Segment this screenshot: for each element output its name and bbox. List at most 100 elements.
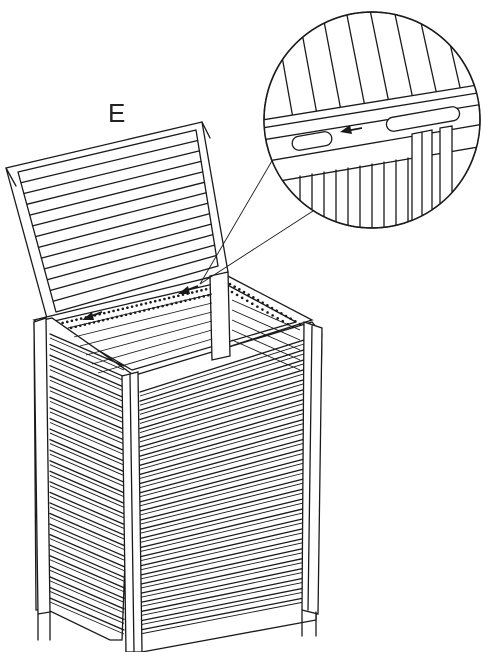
front-slat <box>139 597 305 631</box>
side-slat <box>49 375 125 409</box>
lid-slat <box>31 181 206 227</box>
side-slat-edge <box>49 400 125 434</box>
inner-slat <box>231 319 301 351</box>
side-slat <box>49 533 125 568</box>
front-slat <box>139 557 305 595</box>
side-slat-edge <box>49 548 125 582</box>
perforation-dot <box>235 293 239 297</box>
front-slat-edge <box>139 542 305 580</box>
front-panel <box>125 321 323 652</box>
lid-slat <box>49 244 216 292</box>
side-slat-edge <box>49 495 125 529</box>
side-slat <box>49 407 125 441</box>
side-slat <box>49 386 125 420</box>
front-slat <box>139 537 305 576</box>
perforation-dot <box>251 302 254 305</box>
side-slat <box>49 481 125 515</box>
side-slat <box>49 502 125 536</box>
perforation-dot <box>228 282 232 286</box>
side-slat <box>49 365 125 399</box>
front-slat <box>139 388 305 439</box>
front-slat-edge <box>139 561 305 598</box>
lid-slat <box>26 160 202 205</box>
front-slat <box>139 567 305 604</box>
front-slat <box>139 339 305 393</box>
side-slat-edge <box>49 337 125 371</box>
inner-slat <box>231 309 301 341</box>
front-slat <box>139 408 305 457</box>
front-slat <box>139 498 305 540</box>
perforation-dot <box>70 319 74 323</box>
side-slat-edge <box>49 422 125 455</box>
lid-inner-frame <box>17 129 219 313</box>
inner-slat <box>79 311 213 347</box>
side-slat-edge <box>49 485 125 519</box>
front-slat-edge <box>139 482 305 525</box>
side-slat <box>49 417 125 452</box>
front-slat <box>139 438 305 485</box>
front-slat-edge <box>139 373 305 424</box>
side-slat <box>49 470 125 504</box>
perforation-dot <box>230 290 234 294</box>
perforation-dot <box>61 321 64 325</box>
front-slat <box>139 488 305 530</box>
front-slat <box>139 359 305 411</box>
side-slat-edge <box>49 569 125 603</box>
front-slat <box>139 517 305 558</box>
lid-slat <box>40 213 211 259</box>
side-slat-edge <box>49 591 125 624</box>
lid-slat <box>46 233 214 281</box>
perforation-dot <box>284 314 288 318</box>
side-slat-edge <box>49 453 125 487</box>
front-slat <box>139 448 305 494</box>
front-slat-edge <box>139 601 305 635</box>
side-slat-edge <box>49 443 125 477</box>
inner-slat <box>91 329 213 365</box>
perforation-dot <box>240 296 244 300</box>
front-slat-edge <box>139 353 305 406</box>
side-slat <box>49 428 125 462</box>
side-slat-edge <box>49 601 125 635</box>
side-slat <box>49 343 125 378</box>
inner-slat <box>97 338 213 374</box>
side-slat-edge <box>49 527 125 561</box>
side-slat-edge <box>49 464 125 498</box>
side-slat-edge <box>49 390 125 424</box>
perforation-dot <box>140 303 143 306</box>
front-slat-edge <box>139 571 305 607</box>
perforation-dot <box>107 310 111 314</box>
front-slat-edge <box>139 432 305 479</box>
side-slat <box>49 597 125 631</box>
perforation-dot <box>294 320 297 323</box>
inner-slat <box>231 299 301 331</box>
hamper-body <box>32 271 323 652</box>
front-slat <box>139 478 305 521</box>
perforation-dot <box>266 304 269 307</box>
perforation-dot <box>79 317 83 320</box>
part-label-e: E <box>108 98 125 128</box>
perforation-dot <box>247 293 250 296</box>
perforation-dot <box>204 287 208 291</box>
inner-slat <box>73 302 213 338</box>
front-slat <box>139 349 305 402</box>
hinge-pin-icon <box>291 106 461 151</box>
inner-slat <box>67 293 213 329</box>
perforation-dot <box>158 298 162 302</box>
perforation-dot <box>112 309 115 313</box>
side-slat-edge <box>49 559 125 593</box>
side-slat <box>49 354 125 388</box>
front-slat-edge <box>139 413 305 461</box>
detail-lid-slat <box>343 12 367 113</box>
front-slat-edge <box>139 502 305 543</box>
perforation-dot <box>144 302 148 305</box>
lid-slat <box>20 139 199 184</box>
perforation-dot <box>121 307 125 311</box>
front-slat <box>139 527 305 567</box>
front-slat <box>139 369 305 421</box>
perforation-dot <box>266 311 269 314</box>
lid <box>5 121 229 323</box>
perforation-dot <box>149 300 152 304</box>
lid-slat <box>29 171 204 216</box>
inner-slat <box>231 339 301 371</box>
perforation-dot <box>126 306 129 310</box>
